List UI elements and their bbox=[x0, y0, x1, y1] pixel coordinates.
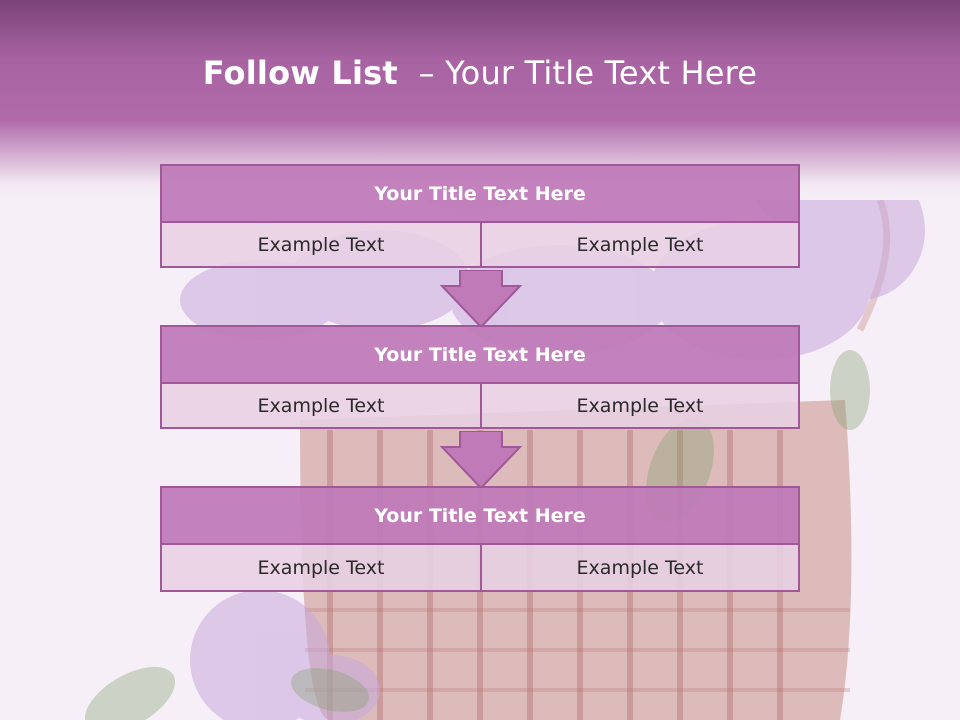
down-arrow-icon bbox=[440, 431, 522, 489]
block-cell-left: Example Text bbox=[162, 545, 482, 590]
slide-title: Follow List – Your Title Text Here bbox=[0, 54, 960, 92]
down-arrow-icon bbox=[440, 270, 522, 328]
slide-title-rest: – Your Title Text Here bbox=[397, 54, 758, 92]
flow-block-2: Your Title Text Here Example Text Exampl… bbox=[160, 325, 800, 429]
slide-title-bold: Follow List bbox=[202, 54, 398, 92]
block-cell-right: Example Text bbox=[482, 223, 798, 266]
block-cell-right: Example Text bbox=[482, 545, 798, 590]
block-title: Your Title Text Here bbox=[162, 166, 798, 223]
block-title: Your Title Text Here bbox=[162, 488, 798, 545]
block-cell-left: Example Text bbox=[162, 384, 482, 427]
block-title: Your Title Text Here bbox=[162, 327, 798, 384]
flow-block-1: Your Title Text Here Example Text Exampl… bbox=[160, 164, 800, 268]
flow-block-3: Your Title Text Here Example Text Exampl… bbox=[160, 486, 800, 592]
block-cell-left: Example Text bbox=[162, 223, 482, 266]
block-cell-right: Example Text bbox=[482, 384, 798, 427]
